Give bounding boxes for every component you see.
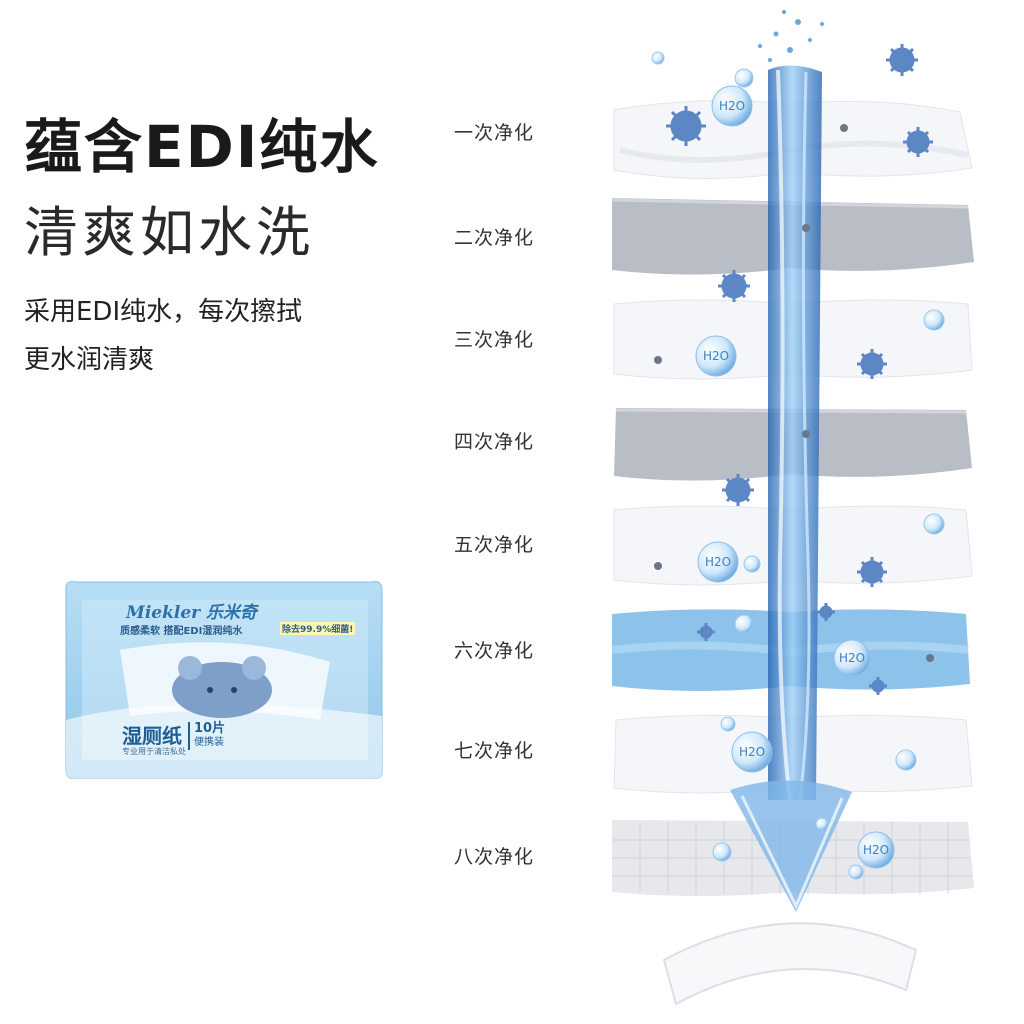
stage-label-5: 五次净化 bbox=[454, 534, 535, 556]
product-count: 10片 便携装 bbox=[188, 722, 225, 750]
headline-primary: 蕴含EDI纯水 bbox=[24, 113, 380, 181]
h2o-label: H2O bbox=[719, 99, 745, 113]
h2o-label: H2O bbox=[705, 555, 731, 569]
virus-icon bbox=[666, 44, 933, 695]
description: 采用EDI纯水，每次擦拭 更水润清爽 bbox=[24, 288, 384, 384]
bubble-icon bbox=[651, 51, 945, 880]
h2o-label: H2O bbox=[739, 745, 765, 759]
stage-label-6: 六次净化 bbox=[454, 640, 535, 662]
h2o-label: H2O bbox=[839, 651, 865, 665]
count-label: 10片 bbox=[194, 721, 226, 736]
product-package-labels: Miekler 乐米奇 质感柔软 搭配EDI湿润纯水 除去99.9%细菌! 湿厕… bbox=[62, 582, 382, 778]
product-claim: 除去99.9%细菌! bbox=[280, 622, 356, 635]
product-features: 质感柔软 搭配EDI湿润纯水 bbox=[120, 626, 243, 637]
wipe-sheet bbox=[662, 922, 918, 1006]
pack-type: 便携装 bbox=[194, 737, 224, 748]
brand-logo: Miekler 乐米奇 bbox=[126, 603, 258, 623]
product-name: 湿厕纸 bbox=[122, 724, 182, 748]
product-subtitle: 专业用于清洁私处 bbox=[122, 747, 186, 756]
h2o-molecule-icon bbox=[695, 85, 895, 869]
description-line-2: 更水润清爽 bbox=[24, 345, 155, 375]
stage-label-7: 七次净化 bbox=[454, 740, 535, 762]
headline-secondary: 清爽如水洗 bbox=[24, 201, 314, 264]
stage-label-4: 四次净化 bbox=[454, 431, 535, 453]
stage-label-3: 三次净化 bbox=[454, 329, 535, 351]
stage-label-8: 八次净化 bbox=[454, 846, 535, 868]
h2o-label: H2O bbox=[703, 349, 729, 363]
h2o-label: H2O bbox=[863, 843, 889, 857]
description-line-1: 采用EDI纯水，每次擦拭 bbox=[24, 297, 303, 327]
particle-dot bbox=[654, 124, 934, 662]
water-stream bbox=[730, 10, 852, 912]
stage-label-1: 一次净化 bbox=[454, 122, 535, 144]
stage-label-2: 二次净化 bbox=[454, 227, 535, 249]
